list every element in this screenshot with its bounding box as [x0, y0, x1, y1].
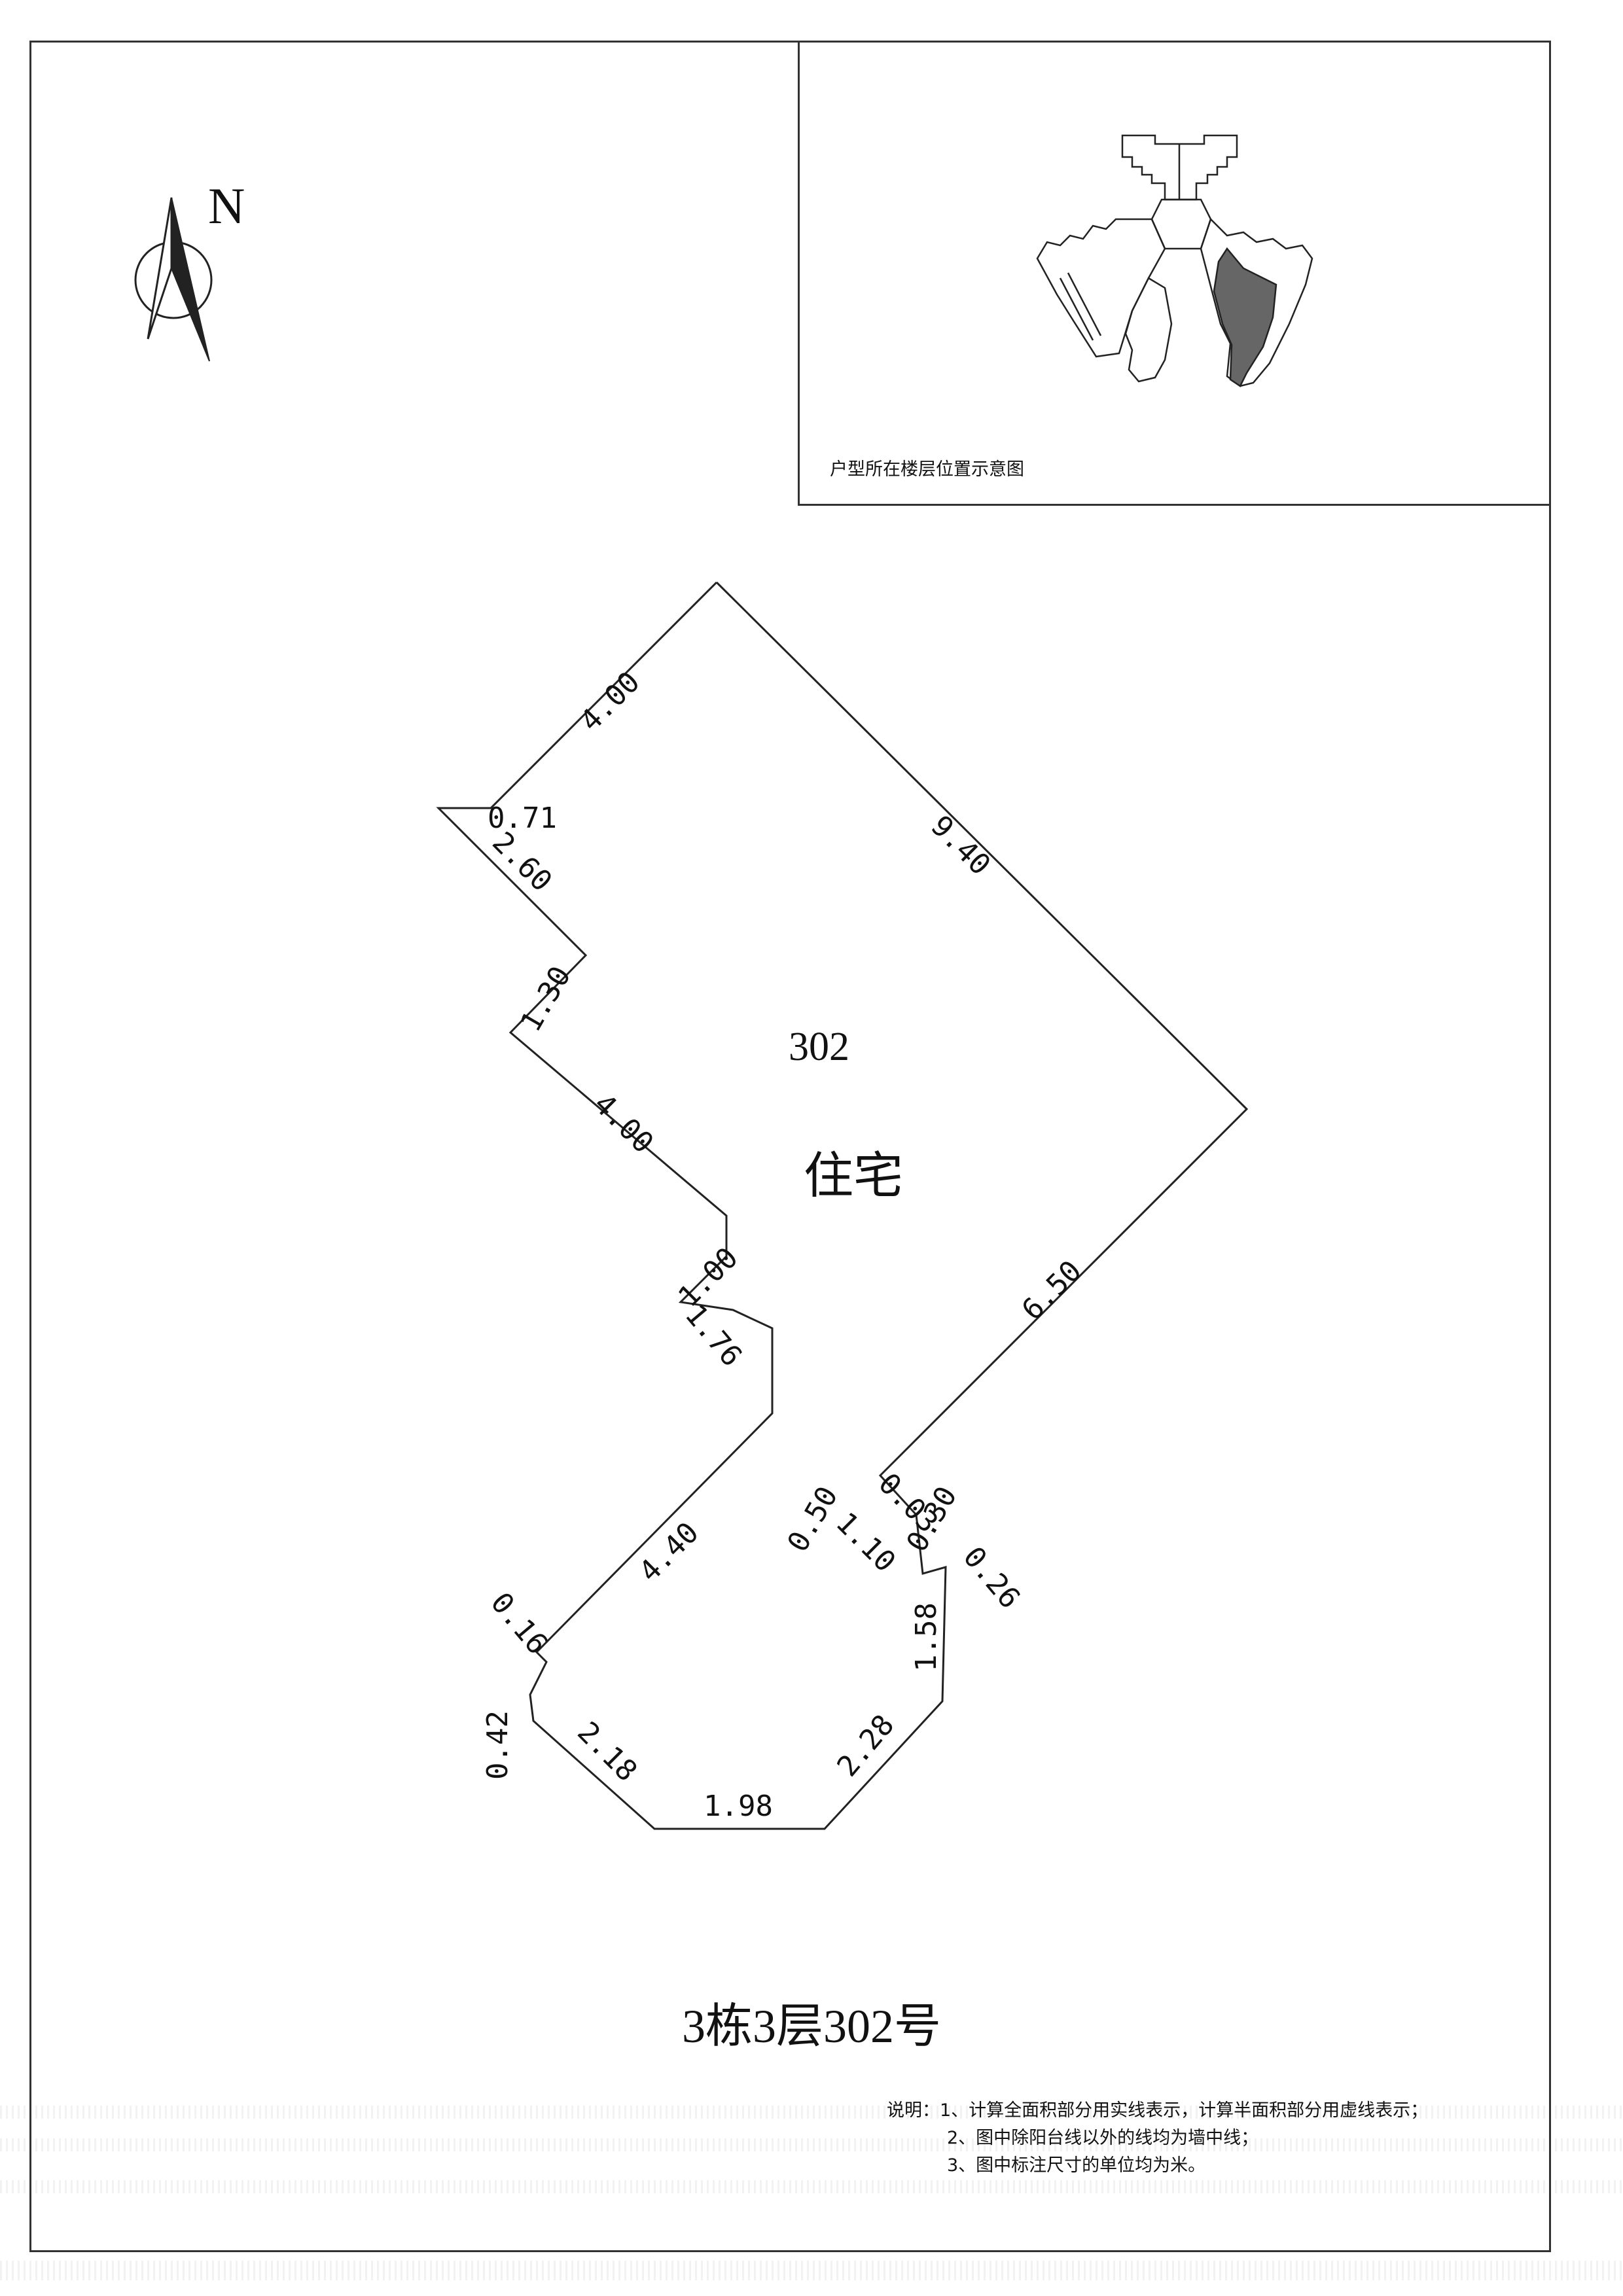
key-plan-panel: [798, 41, 1551, 506]
unit-use-label: 住宅: [804, 1146, 903, 1205]
unit-number: 302: [789, 1025, 849, 1069]
dimension-label: 1.58: [910, 1602, 943, 1672]
dimension-label: 1.10: [829, 1506, 902, 1579]
dimension-label: 1.30: [514, 961, 577, 1037]
dimension-label: 0.71: [488, 802, 557, 835]
dimension-label: 1.98: [704, 1790, 773, 1823]
dimension-label: 9.40: [924, 809, 997, 882]
dimension-label: 0.16: [484, 1586, 554, 1661]
scan-noise-band: [0, 2261, 1623, 2280]
note-line: 说明：1、计算全面积部分用实线表示，计算半面积部分用虚线表示；: [887, 2100, 1429, 2121]
dimension-label: 4.40: [633, 1516, 705, 1589]
key-plan-caption: 户型所在楼层位置示意图: [830, 459, 1024, 480]
scan-noise-band: [0, 2138, 1623, 2151]
scan-noise-band: [0, 2106, 1623, 2119]
sheet-title: 3栋3层302号: [681, 2000, 941, 2053]
note-line: 3、图中标注尺寸的单位均为米。: [947, 2155, 1206, 2176]
building-key-plan-icon: [1036, 134, 1313, 387]
drawing-frame: [29, 41, 1551, 2252]
dimension-label: 2.28: [830, 1708, 901, 1783]
dimension-label: 0.26: [957, 1540, 1027, 1615]
dimension-label: 0.50: [781, 1481, 844, 1557]
drawing-notes: 说明：1、计算全面积部分用实线表示，计算半面积部分用虚线表示； 2、图中除阳台线…: [887, 2097, 1428, 2180]
north-label: N: [208, 177, 245, 234]
scan-noise-band: [0, 2180, 1623, 2193]
dimension-label: 6.50: [1016, 1254, 1088, 1327]
dimension-label: 2.18: [571, 1716, 643, 1788]
unit-outline: [436, 581, 1249, 1830]
north-arrow-icon: [134, 197, 213, 362]
dimension-label: 4.00: [574, 665, 647, 738]
note-line: 2、图中除阳台线以外的线均为墙中线；: [947, 2128, 1259, 2148]
dimension-label: 1.76: [679, 1298, 749, 1373]
dimension-label: 0.42: [481, 1710, 514, 1780]
dimension-label: 2.60: [486, 826, 558, 898]
